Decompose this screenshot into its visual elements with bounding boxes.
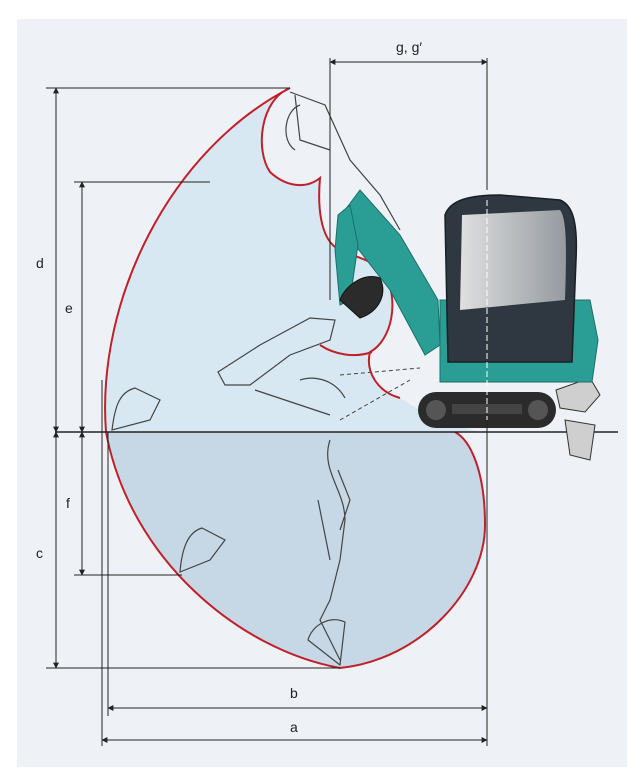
label-g: g, g′ (396, 39, 422, 55)
label-b: b (290, 685, 298, 701)
label-f: f (66, 495, 70, 511)
bucket-below-left (179, 527, 226, 573)
label-a: a (290, 719, 298, 735)
reference-dashes (339, 367, 421, 421)
excavator (334, 189, 601, 461)
bucket-bottom (307, 619, 346, 667)
machine-bucket (339, 276, 384, 319)
boom (344, 189, 441, 356)
bucket-ground-left (111, 387, 161, 431)
arm-deep-position (317, 439, 351, 661)
envelope-upper-area (105, 88, 480, 432)
label-d: d (36, 255, 44, 271)
label-e: e (65, 300, 73, 316)
envelope-inner-curve (319, 344, 373, 357)
arm-top-position (285, 91, 401, 231)
arm-horizontal-position (217, 317, 346, 416)
cab-glass (460, 210, 566, 310)
dimension-lines (46, 58, 488, 746)
envelope-lower-area (106, 432, 485, 668)
label-c: c (36, 545, 43, 561)
arm-positions (111, 91, 401, 667)
